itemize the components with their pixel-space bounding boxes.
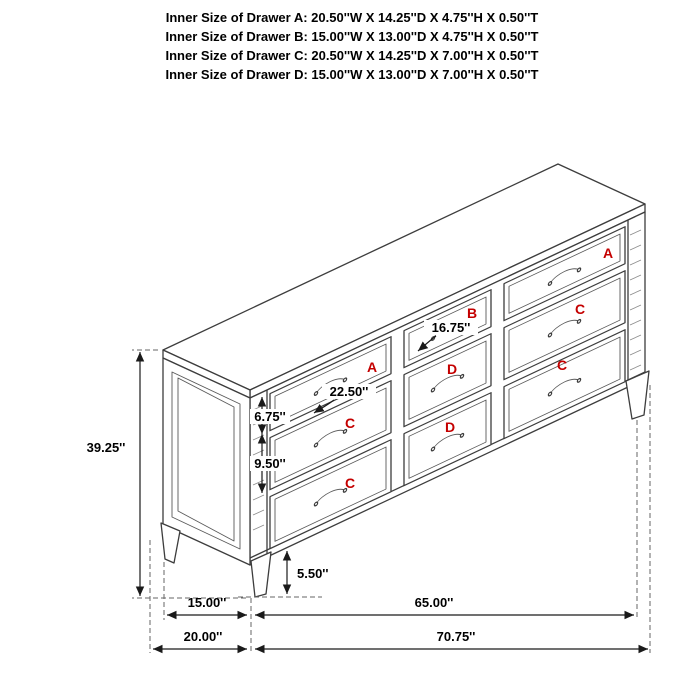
drawer-handle — [432, 374, 463, 391]
header-spec-block: Inner Size of Drawer A: 20.50''W X 14.25… — [166, 10, 539, 82]
leg-back-left — [160, 522, 181, 564]
handle-post — [576, 267, 582, 273]
drawer-grid — [269, 226, 626, 550]
drawer-panel-trim — [408, 296, 487, 361]
drawer-panel-trim — [274, 446, 387, 542]
drawer-label-center-middle: D — [447, 361, 457, 377]
dresser-drawing — [160, 163, 650, 598]
drawer-front — [403, 392, 492, 487]
dimension-lines — [135, 335, 648, 654]
drawer-label-right-bottom: C — [557, 357, 567, 373]
drawer-label-left-middle: C — [345, 415, 355, 431]
drawer-handle — [315, 488, 346, 505]
drawer-letter-labels: A B A C C D D C C — [345, 245, 613, 491]
side-panel-inner — [177, 377, 235, 542]
drawer-handle — [432, 433, 463, 450]
base-depth-label: 15.00'' — [188, 595, 227, 610]
overall-depth-label: 20.00'' — [184, 629, 223, 644]
extension-lines — [132, 349, 651, 653]
narrow-drawer-width-label: 16.75'' — [432, 320, 471, 335]
drawer-label-top-right: A — [603, 245, 613, 261]
top-drawer-height-label: 6.75'' — [254, 409, 285, 424]
drawer-panel-trim — [508, 277, 621, 373]
drawer-handle — [549, 378, 580, 395]
drawer-panel-trim — [508, 336, 621, 432]
handle-post — [342, 487, 348, 493]
drawer-front — [403, 333, 492, 428]
handle-post — [313, 501, 319, 507]
right-post-hatching — [629, 229, 642, 371]
drawer-bottom-right-C — [503, 329, 626, 440]
overall-width-label: 70.75'' — [437, 629, 476, 644]
drawer-handle — [549, 268, 580, 284]
leg-front-right — [625, 370, 650, 420]
drawer-label-top-left: A — [367, 359, 377, 375]
leg-front-left — [250, 551, 272, 598]
spec-line-drawer-a: Inner Size of Drawer A: 20.50''W X 14.25… — [166, 10, 539, 25]
drawer-handle — [315, 378, 346, 394]
drawer-handle — [549, 319, 580, 336]
drawer-handle — [315, 429, 346, 446]
leg-height-label: 5.50'' — [297, 566, 328, 581]
drawer-label-right-middle: C — [575, 301, 585, 317]
drawer-bottom-left-C — [269, 439, 392, 550]
drawer-panel-trim — [508, 233, 621, 314]
drawer-label-left-bottom: C — [345, 475, 355, 491]
drawer-middle-right-C — [503, 270, 626, 381]
drawer-top-right-A — [503, 226, 626, 322]
lower-drawer-height-label: 9.50'' — [254, 456, 285, 471]
drawer-middle-center-D — [403, 333, 492, 428]
overall-height-label: 39.25'' — [87, 440, 126, 455]
drawer-front — [503, 226, 626, 322]
handle-post — [430, 387, 436, 393]
narrow-drawer-leader-arrow — [417, 335, 437, 352]
side-panel — [171, 371, 241, 550]
handle-post — [430, 446, 436, 452]
handle-post — [459, 373, 465, 379]
wide-drawer-leader-arrow — [313, 399, 335, 414]
wide-drawer-width-label: 22.50'' — [330, 384, 369, 399]
handle-post — [313, 390, 319, 396]
handle-post — [342, 428, 348, 434]
drawer-front — [503, 270, 626, 381]
drawer-label-top-center: B — [467, 305, 477, 321]
drawer-label-center-bottom: D — [445, 419, 455, 435]
drawer-bottom-center-D — [403, 392, 492, 487]
side-face — [162, 357, 251, 566]
drawer-panel-trim — [408, 399, 487, 479]
handle-post — [547, 391, 553, 397]
drawer-span-label: 65.00'' — [415, 595, 454, 610]
handle-post — [459, 432, 465, 438]
handle-post — [547, 281, 553, 286]
handle-post — [313, 442, 319, 448]
drawer-panel-trim — [408, 340, 487, 420]
drawer-front — [503, 329, 626, 440]
spec-line-drawer-b: Inner Size of Drawer B: 15.00''W X 13.00… — [166, 29, 539, 44]
handle-post — [547, 332, 553, 338]
spec-line-drawer-d: Inner Size of Drawer D: 15.00''W X 13.00… — [166, 67, 539, 82]
handle-post — [576, 318, 582, 324]
handle-post — [342, 377, 348, 383]
spec-line-drawer-c: Inner Size of Drawer C: 20.50''W X 14.25… — [166, 48, 539, 63]
drawer-front — [269, 439, 392, 550]
dimension-labels: 39.25'' 6.75'' 9.50'' 22.50'' 16.75'' 5.… — [87, 320, 478, 644]
handle-post — [576, 377, 582, 383]
